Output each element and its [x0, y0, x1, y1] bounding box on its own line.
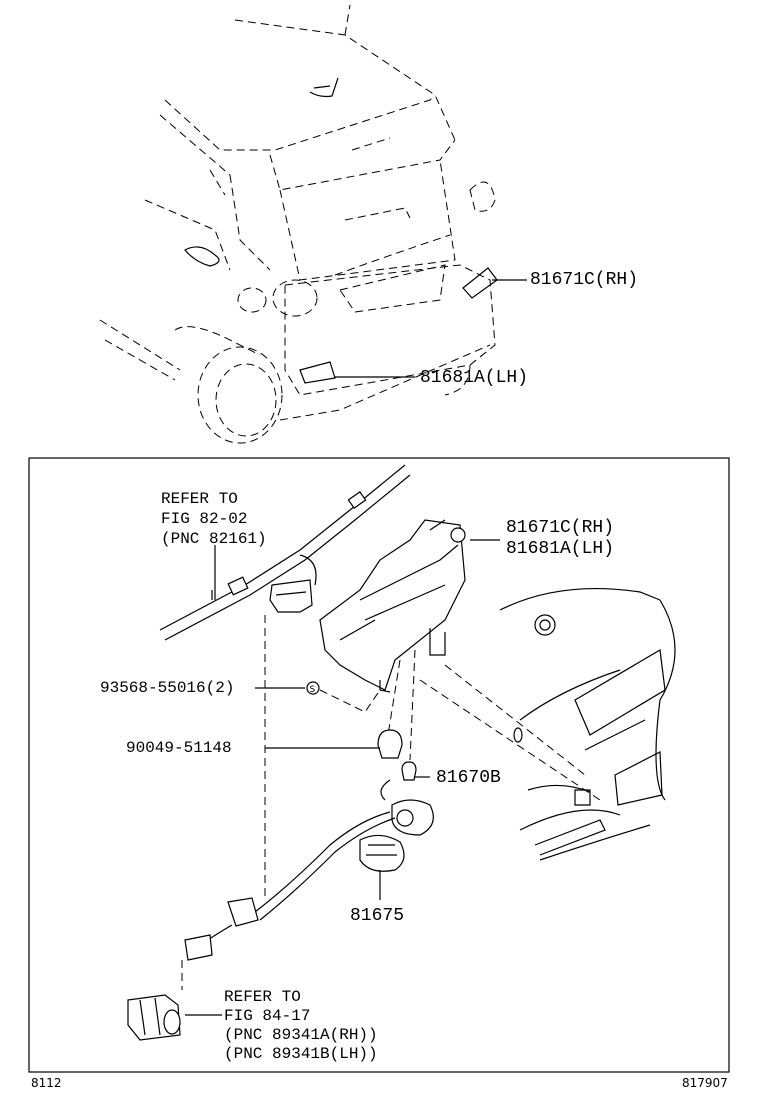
rear-lamp-rh [462, 267, 498, 299]
label-socket: 81670B [436, 768, 501, 788]
refer1-line2: FIG 82-02 [161, 510, 248, 528]
vehicle-rear-view [99, 4, 527, 444]
detail-frame [28, 457, 730, 1073]
refer2-line3: (PNC 89341A(RH)) [224, 1026, 378, 1044]
footer-right-code: 817907 [682, 1076, 728, 1090]
label-bulb: 90049-51148 [126, 739, 232, 757]
svg-text:S: S [310, 685, 316, 695]
refer1-line3: (PNC 82161) [161, 530, 267, 548]
footer-left-code: 8112 [31, 1076, 62, 1090]
label-rear-lh: 81681A(LH) [420, 368, 529, 388]
refer1-line1: REFER TO [161, 490, 238, 508]
refer2-line2: FIG 84-17 [224, 1007, 311, 1025]
label-screw: 93568-55016(2) [100, 679, 235, 697]
refer2-line4: (PNC 89341B(LH)) [224, 1045, 378, 1063]
label-rear-rh: 81671C(RH) [530, 270, 639, 290]
rear-lamp-lh [299, 361, 336, 384]
detail-view [127, 464, 676, 1041]
label-wire: 81675 [350, 906, 405, 926]
refer2-line1: REFER TO [224, 988, 301, 1006]
label-detail-lh: 81681A(LH) [506, 539, 615, 559]
label-detail-rh: 81671C(RH) [506, 518, 615, 538]
